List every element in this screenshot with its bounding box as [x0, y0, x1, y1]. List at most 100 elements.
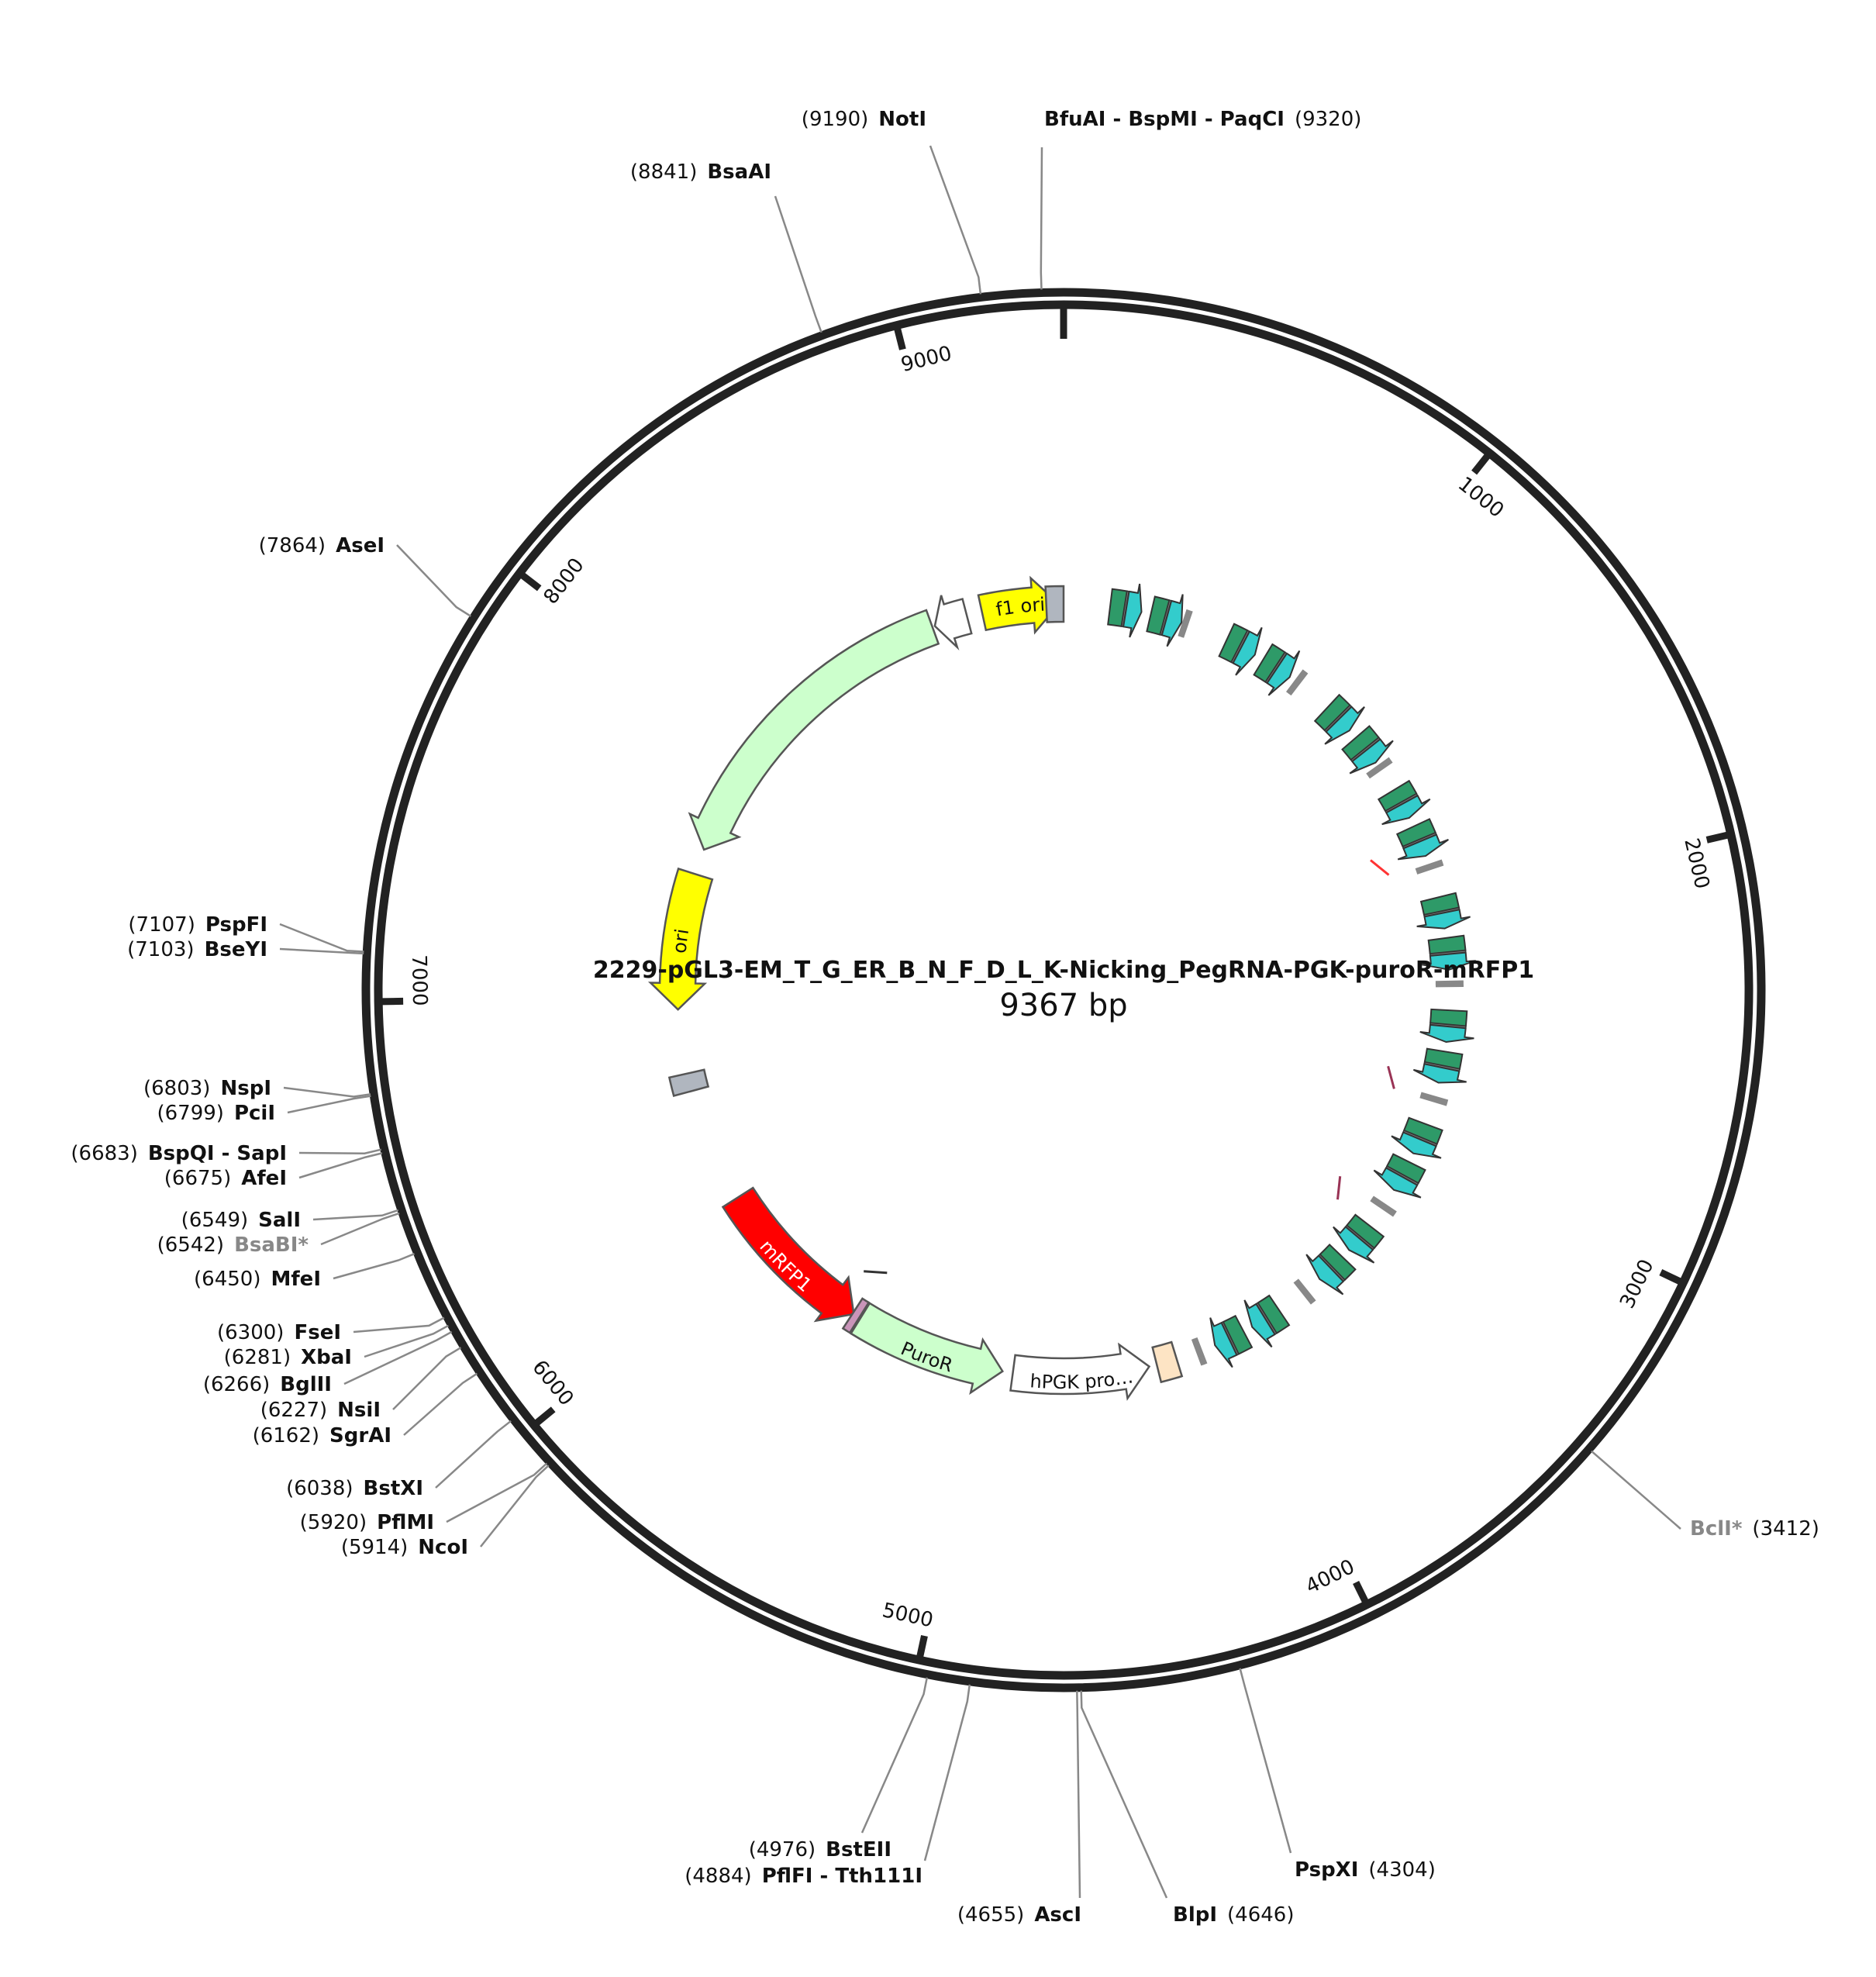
- site-name: NotI: [878, 108, 926, 131]
- site-bglii: (6266) BglII: [203, 1330, 453, 1396]
- spacer-mark: [1288, 671, 1307, 695]
- site-position: (6549): [181, 1209, 248, 1232]
- cassette-cyan-arrow: [1333, 1225, 1375, 1264]
- site-gap: [408, 1536, 418, 1559]
- gray-box-left: [667, 1068, 710, 1098]
- spacer-mark: [1191, 1338, 1204, 1366]
- site-label: (6281) XbaI: [224, 1346, 352, 1369]
- site-gap: [1217, 1903, 1227, 1927]
- plasmid-name: 2229-pGL3-EM_T_G_ER_B_N_F_D_L_K-Nicking_…: [593, 957, 1534, 984]
- site-name: BsaAI: [707, 160, 771, 184]
- site-label: BclI* (3412): [1690, 1517, 1819, 1541]
- spacer-mark: [1370, 1199, 1395, 1217]
- spacer-mark: [1367, 758, 1391, 778]
- site-mfei: (6450) MfeI: [194, 1253, 415, 1291]
- tick-mark: [1353, 1581, 1369, 1604]
- site-leader-line: [343, 1330, 453, 1385]
- site-leader-line: [403, 1372, 478, 1436]
- backbone-inner-ring: [374, 300, 1754, 1680]
- site-position: (6162): [253, 1424, 319, 1447]
- cassette-cyan-arrow: [1209, 1317, 1238, 1368]
- spacer-mark: [1296, 1278, 1316, 1302]
- site-afei: (6675) AfeI: [164, 1152, 383, 1190]
- spacer-mark: [1416, 861, 1443, 873]
- tick-label: 3000: [1616, 1256, 1658, 1313]
- tick-mark: [916, 1634, 928, 1658]
- site-label: (4884) PflFI - Tth111I: [685, 1865, 922, 1888]
- site-position: (6803): [143, 1077, 210, 1100]
- site-name: AseI: [336, 534, 385, 557]
- cassette-cyan-arrow: [1305, 1254, 1345, 1296]
- feature-mrfp1-arrow: [721, 1186, 855, 1323]
- site-gap: [1358, 1858, 1368, 1882]
- cassette-cyan-arrow: [1391, 1131, 1442, 1159]
- site-position: (7103): [127, 938, 194, 961]
- site-name: BglII: [280, 1373, 332, 1396]
- site-name: PspFI: [205, 913, 267, 937]
- cassette-cyan-arrow: [1419, 1023, 1474, 1044]
- site-label: (8841) BsaAI: [630, 160, 771, 184]
- site-position: (4304): [1368, 1858, 1435, 1882]
- site-leader-line: [287, 1095, 371, 1114]
- site-gap: [138, 1142, 148, 1165]
- site-position: (8841): [630, 160, 697, 184]
- site-name: NspI: [220, 1077, 271, 1100]
- site-ncoi: (5914) NcoI: [341, 1465, 550, 1559]
- site-position: (7864): [259, 534, 326, 557]
- backbone-outer-ring: [361, 288, 1766, 1692]
- spacer-mark: [1415, 859, 1443, 871]
- site-label: (6542) BsaBI*: [157, 1233, 309, 1257]
- site-name: PflMI: [377, 1511, 434, 1534]
- feature-hpgk-promoter-arrow: [1009, 1342, 1151, 1401]
- site-gap: [868, 108, 878, 131]
- peach-box: [1151, 1340, 1184, 1384]
- site-position: (6799): [157, 1102, 223, 1125]
- spacer-mark: [1419, 1095, 1447, 1106]
- cassette-cyan-arrow: [1412, 1063, 1467, 1084]
- site-label: (6227) NsiI: [260, 1399, 381, 1422]
- site-gap: [752, 1865, 762, 1888]
- site-bstxi: (6038) BstXI: [286, 1420, 512, 1500]
- cassette-cyan-arrow: [1349, 738, 1394, 775]
- site-position: (3412): [1752, 1517, 1819, 1541]
- site-position: (6227): [260, 1399, 327, 1422]
- site-pcii: (6799) PciI: [157, 1095, 371, 1125]
- site-pspfi: (7107) PspFI: [128, 913, 364, 953]
- site-name: BseYI: [205, 938, 267, 961]
- spacer-mark: [1420, 1093, 1448, 1104]
- site-gap: [231, 1167, 241, 1190]
- cassette-cyan-arrow: [1243, 1299, 1276, 1348]
- site-label: (6266) BglII: [203, 1373, 332, 1396]
- site-gap: [319, 1424, 329, 1447]
- site-leader-line: [480, 1465, 550, 1547]
- site-position: (6281): [224, 1346, 291, 1369]
- cassette-cyan-arrow: [1324, 706, 1365, 745]
- site-name: NsiI: [337, 1399, 381, 1422]
- site-label: (9190) NotI: [802, 108, 926, 131]
- gray-box-top: [1044, 585, 1065, 623]
- site-gap: [1285, 108, 1295, 131]
- site-leader-line: [1591, 1450, 1681, 1530]
- tick-mark: [519, 572, 542, 592]
- tick-mark: [381, 997, 404, 1006]
- tick-label: 5000: [880, 1599, 935, 1632]
- tick-label: 7000: [407, 954, 431, 1006]
- site-bsabi-: (6542) BsaBI*: [157, 1212, 400, 1257]
- feature-ampr-arrow: [688, 609, 940, 851]
- primer-mark: [1370, 859, 1390, 876]
- site-position: (6038): [286, 1477, 353, 1500]
- site-name: PflFI - Tth111I: [762, 1865, 922, 1888]
- plasmid-title-group: 2229-pGL3-EM_T_G_ER_B_N_F_D_L_K-Nicking_…: [593, 957, 1534, 1023]
- site-position: (4884): [685, 1865, 751, 1888]
- site-leader-line: [1080, 1690, 1168, 1899]
- site-leader-line: [435, 1420, 512, 1489]
- site-label: (6799) PciI: [157, 1102, 275, 1125]
- site-name: BclI*: [1690, 1517, 1743, 1541]
- site-label: (4976) BstEII: [749, 1838, 891, 1861]
- site-gap: [367, 1511, 377, 1534]
- spacer-mark: [1285, 669, 1305, 693]
- site-position: (4646): [1227, 1903, 1294, 1927]
- site-leader-line: [396, 544, 471, 617]
